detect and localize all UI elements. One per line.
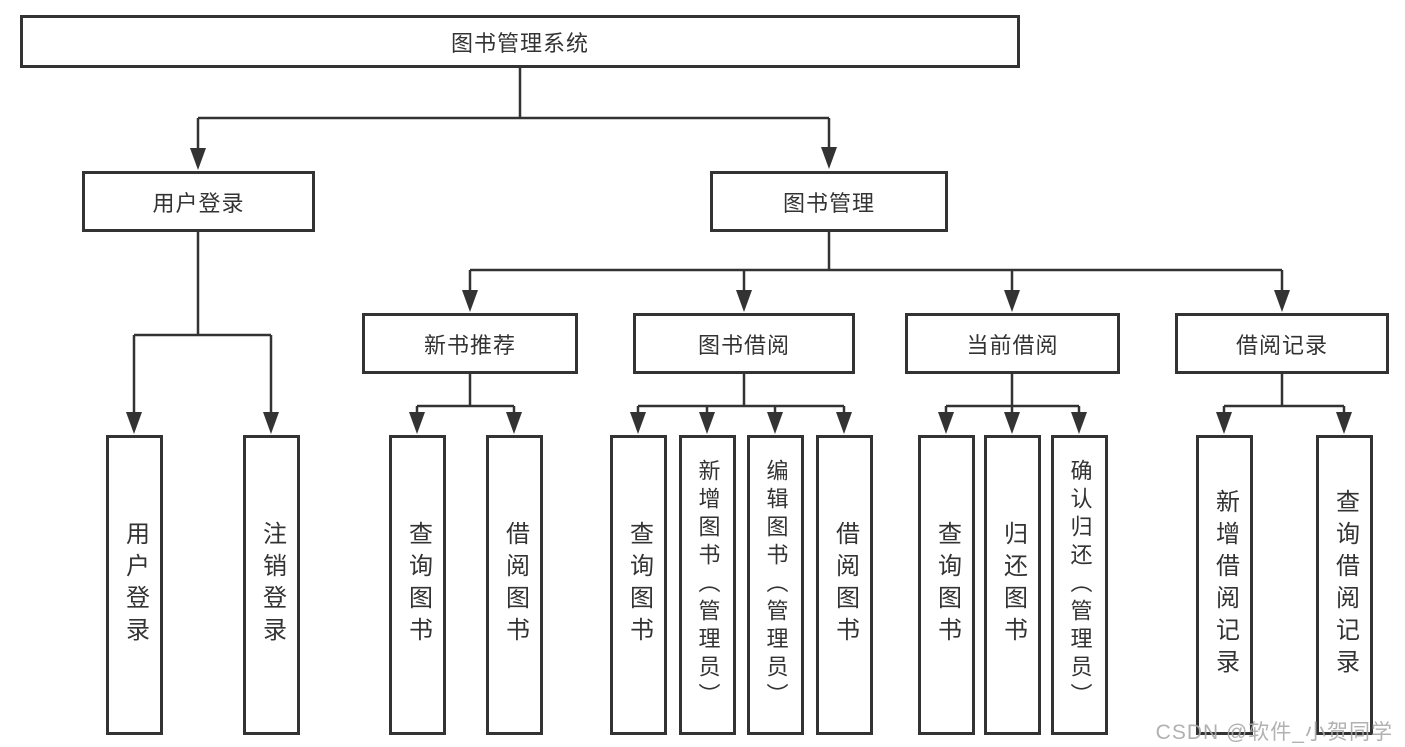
leaf-return-books: 归还图书 [984, 435, 1041, 735]
leaf-borrow-books-1: 借阅图书 [486, 435, 543, 735]
node-root: 图书管理系统 [20, 15, 1020, 68]
connector-level3-branches [415, 374, 1346, 414]
leaf-logout: 注销登录 [243, 435, 300, 735]
connector-book-mgmt-branch [468, 232, 1284, 292]
leaf-add-borrow-record: 新增借阅记录 [1196, 435, 1253, 735]
node-book-borrow: 图书借阅 [633, 313, 855, 374]
leaf-query-books-3: 查询图书 [918, 435, 975, 735]
leaf-query-books-1: 查询图书 [389, 435, 446, 735]
node-user-login: 用户登录 [82, 171, 315, 232]
leaf-user-login: 用户登录 [106, 435, 163, 735]
node-new-book-recommend: 新书推荐 [362, 313, 578, 374]
leaf-borrow-books-2: 借阅图书 [816, 435, 873, 735]
leaf-confirm-return-admin: 确认归还（管理员） [1051, 435, 1108, 735]
node-current-borrow: 当前借阅 [905, 313, 1120, 374]
connector-user-login-branch [132, 232, 273, 414]
leaf-edit-books-admin: 编辑图书（管理员） [747, 435, 804, 735]
leaf-add-books-admin: 新增图书（管理员） [679, 435, 736, 735]
leaf-query-books-2: 查询图书 [610, 435, 667, 735]
node-book-management: 图书管理 [710, 171, 948, 232]
node-borrow-records: 借阅记录 [1175, 313, 1389, 374]
watermark: CSDN @软件_小贺同学 [1155, 721, 1393, 744]
leaf-query-borrow-record: 查询借阅记录 [1316, 435, 1373, 735]
connector-root-branch [196, 68, 831, 150]
